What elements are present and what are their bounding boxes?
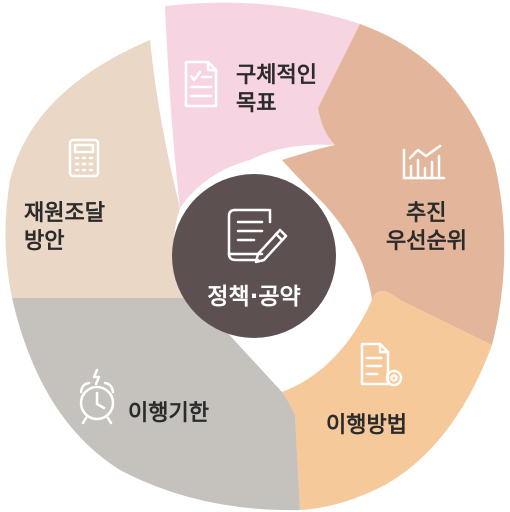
segment-specific-goals: 구체적인 목표: [165, 2, 360, 209]
alarm-clock-icon: [79, 368, 115, 425]
segment-priority: 추진 우선순위: [282, 24, 505, 345]
segment-deadline-shape: [12, 298, 300, 511]
segment-deadline: 이행기한: [12, 298, 300, 511]
checklist-document-icon: [184, 60, 218, 108]
segment-priority-shape: [282, 24, 505, 345]
center-label: 정책·공약: [207, 284, 300, 310]
segment-funding-label-line1: 재원조달: [24, 201, 105, 226]
segment-funding: 재원조달 방안: [5, 40, 196, 298]
segment-priority-label-line1: 추진: [406, 201, 446, 226]
segment-method: 이행방법: [282, 291, 492, 510]
calculator-icon: [68, 138, 100, 178]
center-circle: [172, 174, 336, 338]
document-gear-icon: [360, 342, 403, 387]
segment-specific-goals-label-line1: 구체적인: [236, 63, 317, 88]
segment-deadline-label: 이행기한: [128, 401, 209, 426]
segment-funding-shape: [5, 40, 196, 298]
document-pen-icon: [227, 208, 288, 264]
segment-method-label: 이행방법: [326, 413, 407, 438]
segment-method-shape: [282, 291, 492, 510]
bar-chart-icon: [402, 144, 446, 180]
segment-specific-goals-shape: [165, 2, 360, 209]
center-hub: 정책·공약: [172, 174, 336, 338]
segment-funding-label-line2: 방안: [24, 229, 64, 254]
segment-specific-goals-label-line2: 목표: [236, 91, 276, 116]
segment-priority-label-line2: 우선순위: [386, 229, 467, 254]
